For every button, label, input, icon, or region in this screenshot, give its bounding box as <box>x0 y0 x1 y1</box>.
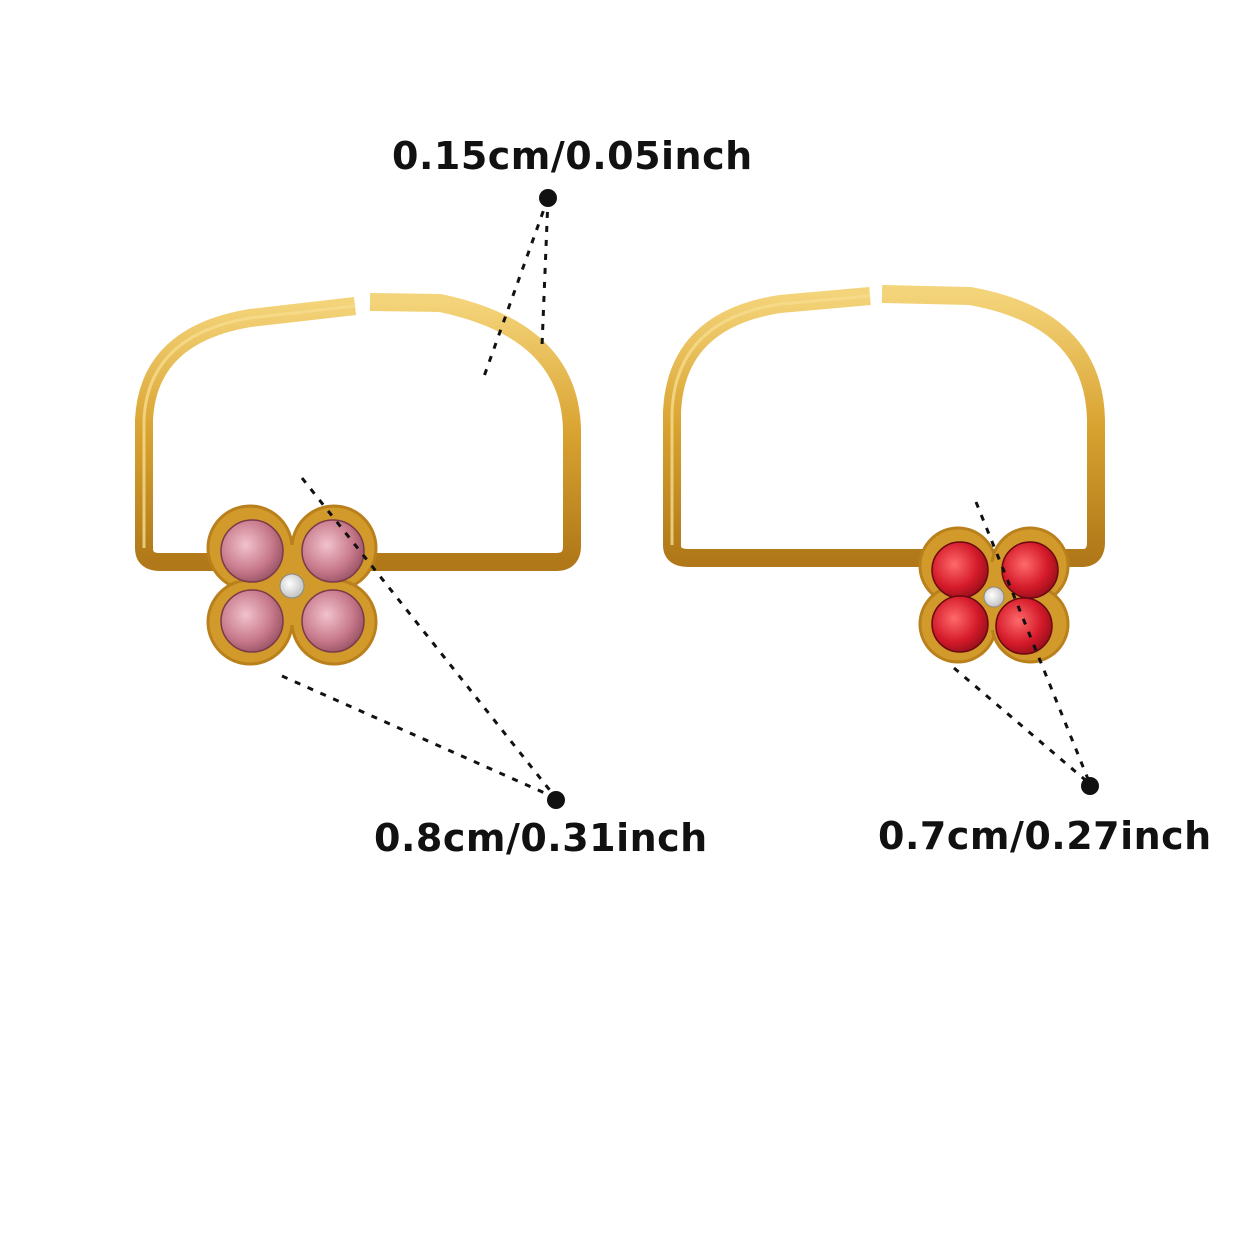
clear-crystal <box>983 586 1005 608</box>
right-width-marker-dot <box>1081 777 1099 795</box>
left-width-marker-dot <box>547 791 565 809</box>
red-crystal <box>995 597 1053 655</box>
right-width-dimension-lines <box>953 501 1092 786</box>
pink-crystal <box>301 519 365 583</box>
left-flower-charm <box>206 504 378 666</box>
thickness-marker-dot <box>539 189 557 207</box>
red-crystal <box>931 595 989 653</box>
pink-crystal <box>220 589 284 653</box>
right-charm-width-label: 0.7cm/0.27inch <box>878 814 1212 858</box>
left-charm-width-label: 0.8cm/0.31inch <box>374 816 708 860</box>
right-flower-charm <box>918 526 1070 664</box>
thickness-dimension-lines <box>480 197 550 383</box>
red-crystal <box>1001 541 1059 599</box>
right-ring-band <box>663 285 1105 567</box>
left-ring <box>135 293 581 666</box>
pink-crystal <box>301 589 365 653</box>
band-thickness-label: 0.15cm/0.05inch <box>392 134 753 178</box>
left-width-dimension-lines <box>281 477 558 800</box>
pink-crystal <box>220 519 284 583</box>
right-ring <box>663 285 1105 664</box>
red-crystal <box>931 541 989 599</box>
clear-crystal <box>279 573 305 599</box>
